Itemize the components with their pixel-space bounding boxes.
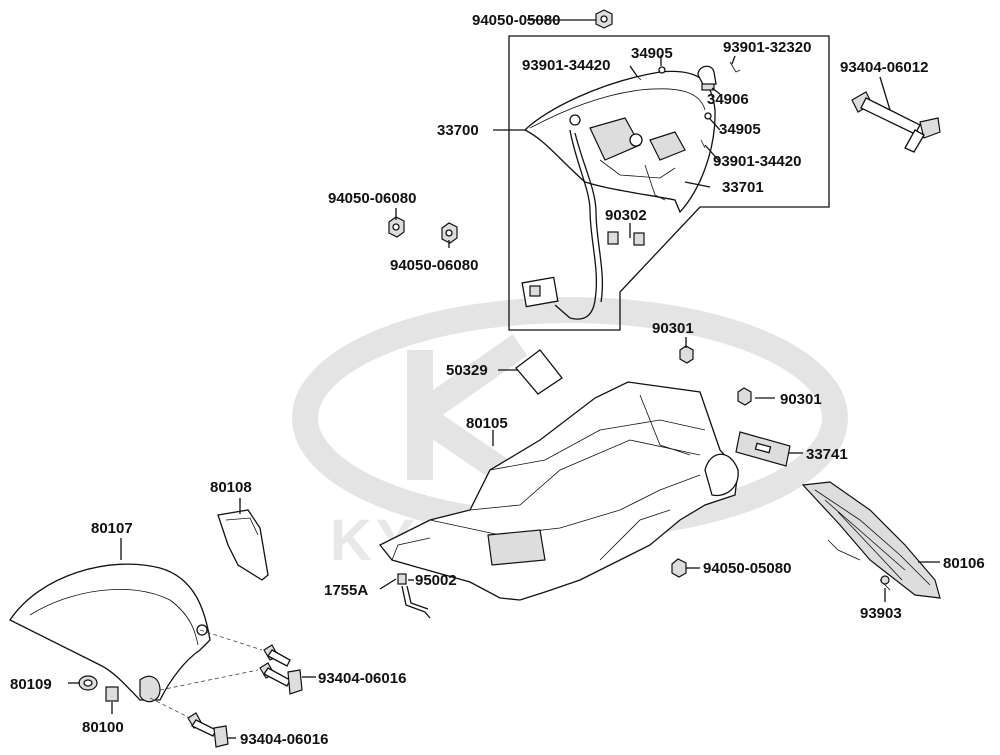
clip-90302 [607, 231, 645, 246]
label-80105: 80105 [466, 415, 508, 432]
nut-94050-05080-b [671, 558, 687, 578]
label-93404-06012: 93404-06012 [840, 59, 928, 76]
splash-guard-80106 [801, 481, 941, 599]
taillight-group-frame [508, 35, 830, 331]
collar-80109 [78, 675, 98, 691]
label-80107: 80107 [91, 520, 133, 537]
label-50329: 50329 [446, 362, 488, 379]
label-94050-06080-b: 94050-06080 [390, 257, 478, 274]
label-94050-05080-b: 94050-05080 [703, 560, 791, 577]
nut-90301-a [679, 345, 694, 364]
label-90302: 90302 [605, 207, 647, 224]
label-1755A: 1755A [324, 582, 368, 599]
bush-80100 [105, 686, 119, 702]
front-fender-80107 [9, 563, 211, 703]
label-95002: 95002 [415, 572, 457, 589]
nut-94050-05080-top [595, 9, 613, 29]
leader-lines [68, 19, 940, 739]
label-93901-34420-a: 93901-34420 [522, 57, 610, 74]
label-80108: 80108 [210, 479, 252, 496]
label-93901-32320: 93901-32320 [723, 39, 811, 56]
label-33700: 33700 [437, 122, 479, 139]
plate-lamp-lens [754, 442, 772, 454]
label-93903: 93903 [860, 605, 902, 622]
decal-50329 [515, 349, 563, 395]
bracket-80108-edge [225, 517, 259, 536]
label-80109: 80109 [10, 676, 52, 693]
rear-inner-fender-80105 [378, 381, 739, 601]
label-80106: 80106 [943, 555, 985, 572]
label-90301-a: 90301 [652, 320, 694, 337]
label-33701: 33701 [722, 179, 764, 196]
bolts-93404-06016-a [259, 644, 303, 695]
label-93404-06016-a: 93404-06016 [318, 670, 406, 687]
label-93901-34420-b: 93901-34420 [713, 153, 801, 170]
bolt-93404-06016-b [187, 712, 229, 748]
screw-93903-head [880, 575, 890, 585]
washer-34905-a [658, 66, 666, 74]
nut-90301-b [737, 387, 752, 406]
label-80100: 80100 [82, 719, 124, 736]
washer-34905-b [704, 112, 712, 120]
bulb-34906 [697, 65, 717, 91]
label-33741: 33741 [806, 446, 848, 463]
bracket-80108 [217, 509, 269, 581]
screw-93901-32320 [729, 61, 741, 73]
wiring-harness [521, 129, 604, 320]
rod-1755A [397, 573, 431, 619]
alignment-dashes [149, 629, 263, 719]
screw-93901-34420-b [700, 139, 706, 149]
label-34905-a: 34905 [631, 45, 673, 62]
taillight-housing [523, 70, 716, 214]
label-94050-06080-a: 94050-06080 [328, 190, 416, 207]
bolt-93404-06012 [851, 91, 941, 153]
label-34905-b: 34905 [719, 121, 761, 138]
label-90301-b: 90301 [780, 391, 822, 408]
label-94050-05080-top: 94050-05080 [472, 12, 560, 29]
label-93404-06016-b: 93404-06016 [240, 731, 328, 748]
label-34906: 34906 [707, 91, 749, 108]
nut-94050-06080-b [441, 222, 458, 244]
